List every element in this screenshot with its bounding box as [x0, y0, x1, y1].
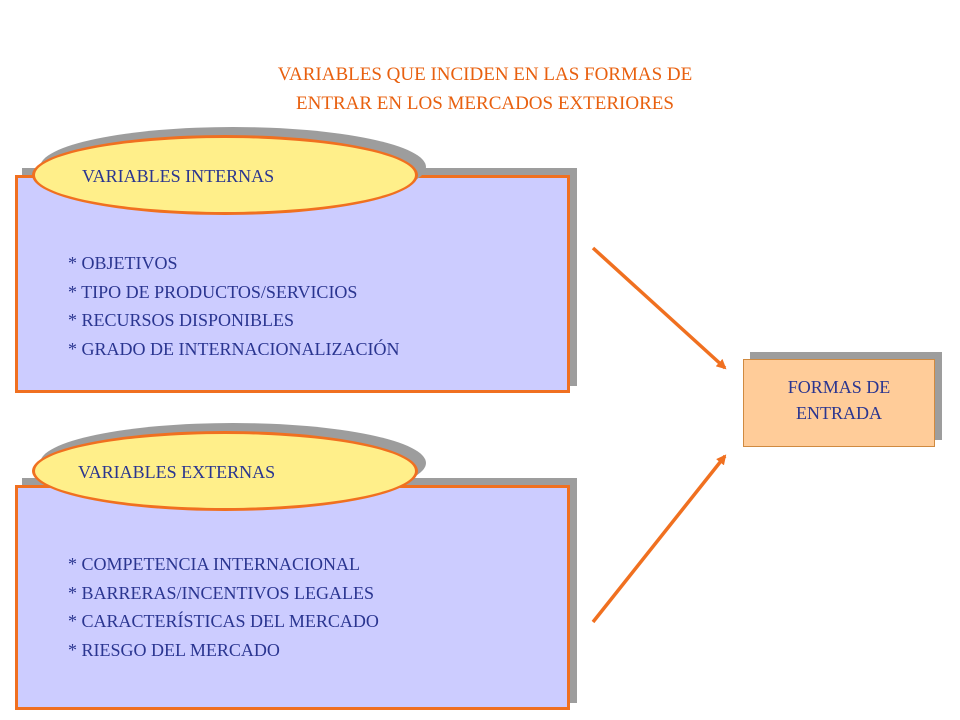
external-variables-list: * COMPETENCIA INTERNACIONAL * BARRERAS/I… — [68, 550, 379, 664]
external-variable-item: * COMPETENCIA INTERNACIONAL — [68, 554, 360, 574]
diagram-title: VARIABLES QUE INCIDEN EN LAS FORMAS DE E… — [180, 60, 790, 118]
entry-modes-box: FORMAS DE ENTRADA — [743, 359, 935, 447]
internal-variables-panel: * OBJETIVOS * TIPO DE PRODUCTOS/SERVICIO… — [15, 175, 570, 393]
internal-variable-item: * OBJETIVOS — [68, 253, 178, 273]
external-variables-panel: * COMPETENCIA INTERNACIONAL * BARRERAS/I… — [15, 485, 570, 710]
internal-to-entry-arrow — [591, 246, 727, 370]
internal-variable-item: * GRADO DE INTERNACIONALIZACIÓN — [68, 338, 400, 359]
internal-variables-oval — [32, 135, 418, 215]
internal-variable-item: * TIPO DE PRODUCTOS/SERVICIOS — [68, 281, 358, 302]
external-variable-item: * CARACTERÍSTICAS DEL MERCADO — [68, 611, 379, 631]
internal-variables-list: * OBJETIVOS * TIPO DE PRODUCTOS/SERVICIO… — [68, 249, 399, 363]
internal-variable-item: * RECURSOS DISPONIBLES — [68, 310, 295, 330]
external-variables-oval — [32, 431, 418, 511]
external-variables-label: VARIABLES EXTERNAS — [78, 462, 276, 482]
external-variable-item: * RIESGO DEL MERCADO — [68, 639, 280, 660]
entry-modes-line-2: ENTRADA — [796, 403, 882, 423]
internal-variables-label: VARIABLES INTERNAS — [82, 166, 275, 186]
title-line-2: ENTRAR EN LOS MERCADOS EXTERIORES — [296, 93, 674, 114]
title-line-1: VARIABLES QUE INCIDEN EN LAS FORMAS DE — [277, 64, 693, 85]
external-to-entry-arrow — [591, 454, 727, 624]
entry-modes-line-1: FORMAS DE — [787, 377, 891, 397]
external-variable-item: * BARRERAS/INCENTIVOS LEGALES — [68, 582, 375, 603]
